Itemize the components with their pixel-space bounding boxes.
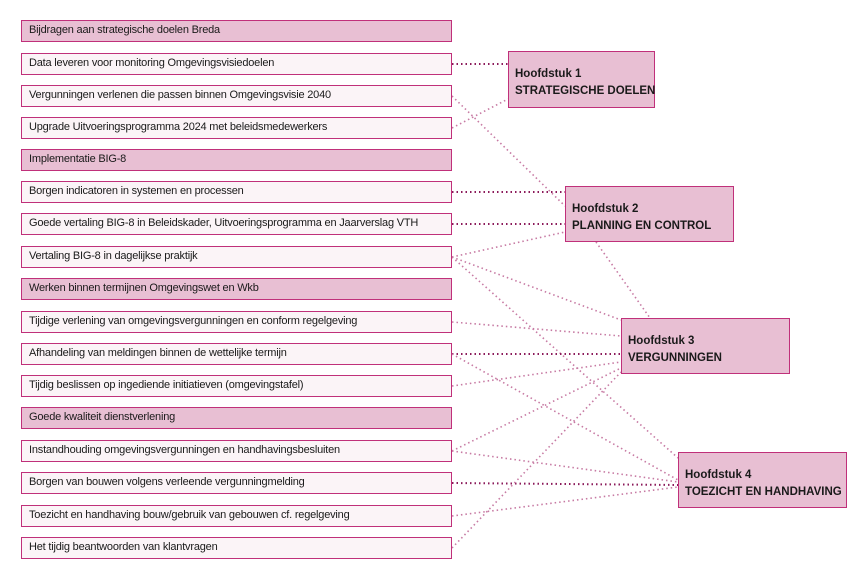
goal-group-termijnen: Werken binnen termijnen Omgevingswet en … <box>21 278 452 300</box>
goal-item: Borgen van bouwen volgens verleende verg… <box>21 472 452 494</box>
goal-item: Data leveren voor monitoring Omgevingsvi… <box>21 53 452 75</box>
connector-i10-h3 <box>451 367 622 452</box>
goal-item: Het tijdig beantwoorden van klantvragen <box>21 537 452 559</box>
goal-item: Borgen indicatoren in systemen en proces… <box>21 181 452 203</box>
goal-item: Goede vertaling BIG-8 in Beleidskader, U… <box>21 213 452 235</box>
chapter-subtitle: VERGUNNINGEN <box>628 352 722 364</box>
connector-i10-h4 <box>451 450 679 483</box>
chapter-box-3: Hoofdstuk 3 VERGUNNINGEN <box>621 318 790 374</box>
chapter-box-1: Hoofdstuk 1 STRATEGISCHE DOELEN <box>508 51 655 108</box>
connector-i7-h3 <box>451 321 622 337</box>
connector-i13-h3 <box>451 371 622 549</box>
chapter-box-4: Hoofdstuk 4 TOEZICHT EN HANDHAVING <box>678 452 847 508</box>
connector-i12-h4 <box>451 486 679 517</box>
goal-item: Upgrade Uitvoeringsprogramma 2024 met be… <box>21 117 452 139</box>
goal-item: Toezicht en handhaving bouw/gebruik van … <box>21 505 452 527</box>
chapter-title: Hoofdstuk 4 <box>685 469 752 481</box>
chapter-title: Hoofdstuk 3 <box>628 335 695 347</box>
goal-item: Tijdige verlening van omgevingsvergunnin… <box>21 311 452 333</box>
chapter-box-2: Hoofdstuk 2 PLANNING EN CONTROL <box>565 186 734 242</box>
connector-i6-h2 <box>451 231 566 258</box>
goal-group-strategic: Bijdragen aan strategische doelen Breda <box>21 20 452 42</box>
chapter-subtitle: PLANNING EN CONTROL <box>572 220 712 232</box>
chapter-subtitle: TOEZICHT EN HANDHAVING <box>685 486 842 498</box>
chapter-title: Hoofdstuk 2 <box>572 203 639 215</box>
connector-i9-h3 <box>451 361 622 387</box>
connector-h2-h3 <box>595 241 651 319</box>
chapter-subtitle: STRATEGISCHE DOELEN <box>515 85 656 97</box>
goal-item: Vergunningen verlenen die passen binnen … <box>21 85 452 107</box>
connector-i3-h1 <box>451 98 509 129</box>
connector-i6-h3 <box>451 256 622 321</box>
chapter-title: Hoofdstuk 1 <box>515 68 582 80</box>
goal-item: Afhandeling van meldingen binnen de wett… <box>21 343 452 365</box>
connector-i6-h4 <box>451 256 679 459</box>
goal-item: Instandhouding omgevingsvergunningen en … <box>21 440 452 462</box>
connector-i2-h2 <box>451 95 566 207</box>
connector-i11-h4 <box>451 482 679 486</box>
goal-item: Tijdig beslissen op ingediende initiatie… <box>21 375 452 397</box>
goal-item: Vertaling BIG-8 in dagelijkse praktijk <box>21 246 452 268</box>
goal-group-dienstverlening: Goede kwaliteit dienstverlening <box>21 407 452 429</box>
goal-group-big8: Implementatie BIG-8 <box>21 149 452 171</box>
